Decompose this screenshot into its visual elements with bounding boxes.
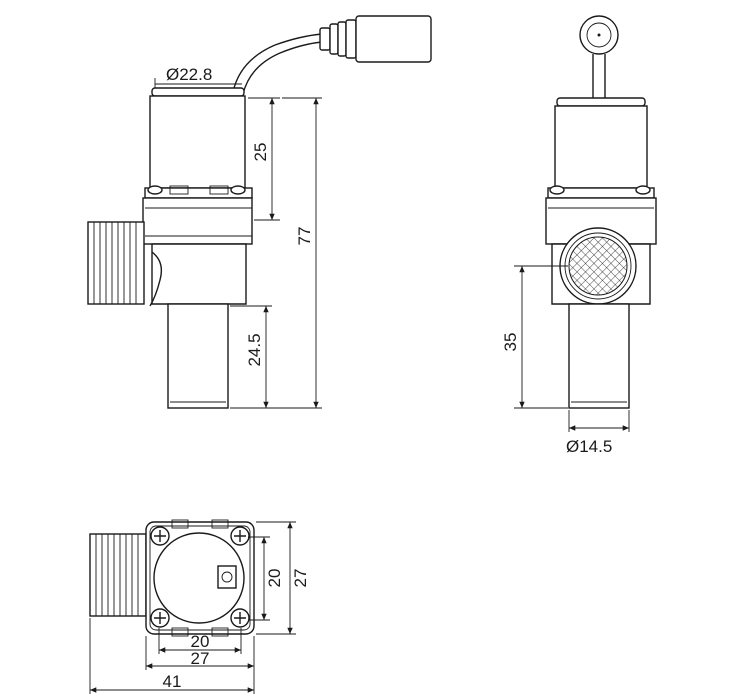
bottom-view bbox=[89, 519, 255, 637]
bottom-chamber bbox=[153, 532, 245, 624]
screw-head-icon bbox=[150, 526, 170, 546]
total-height-label: 77 bbox=[295, 227, 314, 246]
front-view bbox=[87, 15, 432, 409]
bottom-inner-height-label: 20 bbox=[265, 569, 284, 588]
side-cap-body bbox=[554, 105, 648, 189]
threaded-inlet bbox=[87, 221, 145, 305]
side-view bbox=[545, 15, 657, 409]
mesh-filter-icon bbox=[559, 227, 637, 305]
screw-head-icon bbox=[549, 185, 565, 195]
thread-lines bbox=[93, 222, 137, 304]
side-dimensions: 35 Ø14.5 bbox=[501, 265, 630, 456]
bottom-dimensions: 20 27 20 27 41 bbox=[89, 521, 310, 694]
cap-top bbox=[151, 87, 245, 97]
cap-height-label: 25 bbox=[251, 143, 270, 162]
bottom-outer-height-label: 27 bbox=[291, 569, 310, 588]
cap-diameter-label: Ø22.8 bbox=[166, 65, 212, 84]
screw-head-icon bbox=[230, 526, 250, 546]
bottom-total-width-label: 41 bbox=[163, 672, 182, 691]
side-outlet-pipe bbox=[568, 303, 630, 409]
cable-inner bbox=[242, 41, 323, 95]
bottom-outer-width-label: 27 bbox=[191, 649, 210, 668]
bottom-thread-lines bbox=[95, 534, 139, 616]
cable-connector-icon bbox=[319, 15, 432, 63]
flange-body bbox=[142, 197, 253, 245]
valve-body bbox=[151, 243, 247, 305]
screw-head-icon bbox=[147, 185, 163, 195]
screw-head-icon bbox=[150, 608, 170, 628]
screw-head-icon bbox=[230, 185, 246, 195]
outlet-pipe bbox=[167, 303, 229, 409]
outlet-diameter-label: Ø14.5 bbox=[566, 437, 612, 456]
screw-head-icon bbox=[230, 608, 250, 628]
cap-body bbox=[149, 95, 246, 189]
side-height-label: 35 bbox=[501, 333, 520, 352]
outlet-length-label: 24.5 bbox=[245, 333, 264, 366]
bottom-port bbox=[217, 565, 237, 589]
bottom-threaded-inlet bbox=[89, 533, 147, 617]
screw-head-icon bbox=[635, 185, 651, 195]
bottom-inner-width-label: 20 bbox=[191, 632, 210, 651]
cable bbox=[232, 33, 323, 93]
front-dimensions: Ø22.8 25 77 24.5 bbox=[154, 65, 322, 409]
